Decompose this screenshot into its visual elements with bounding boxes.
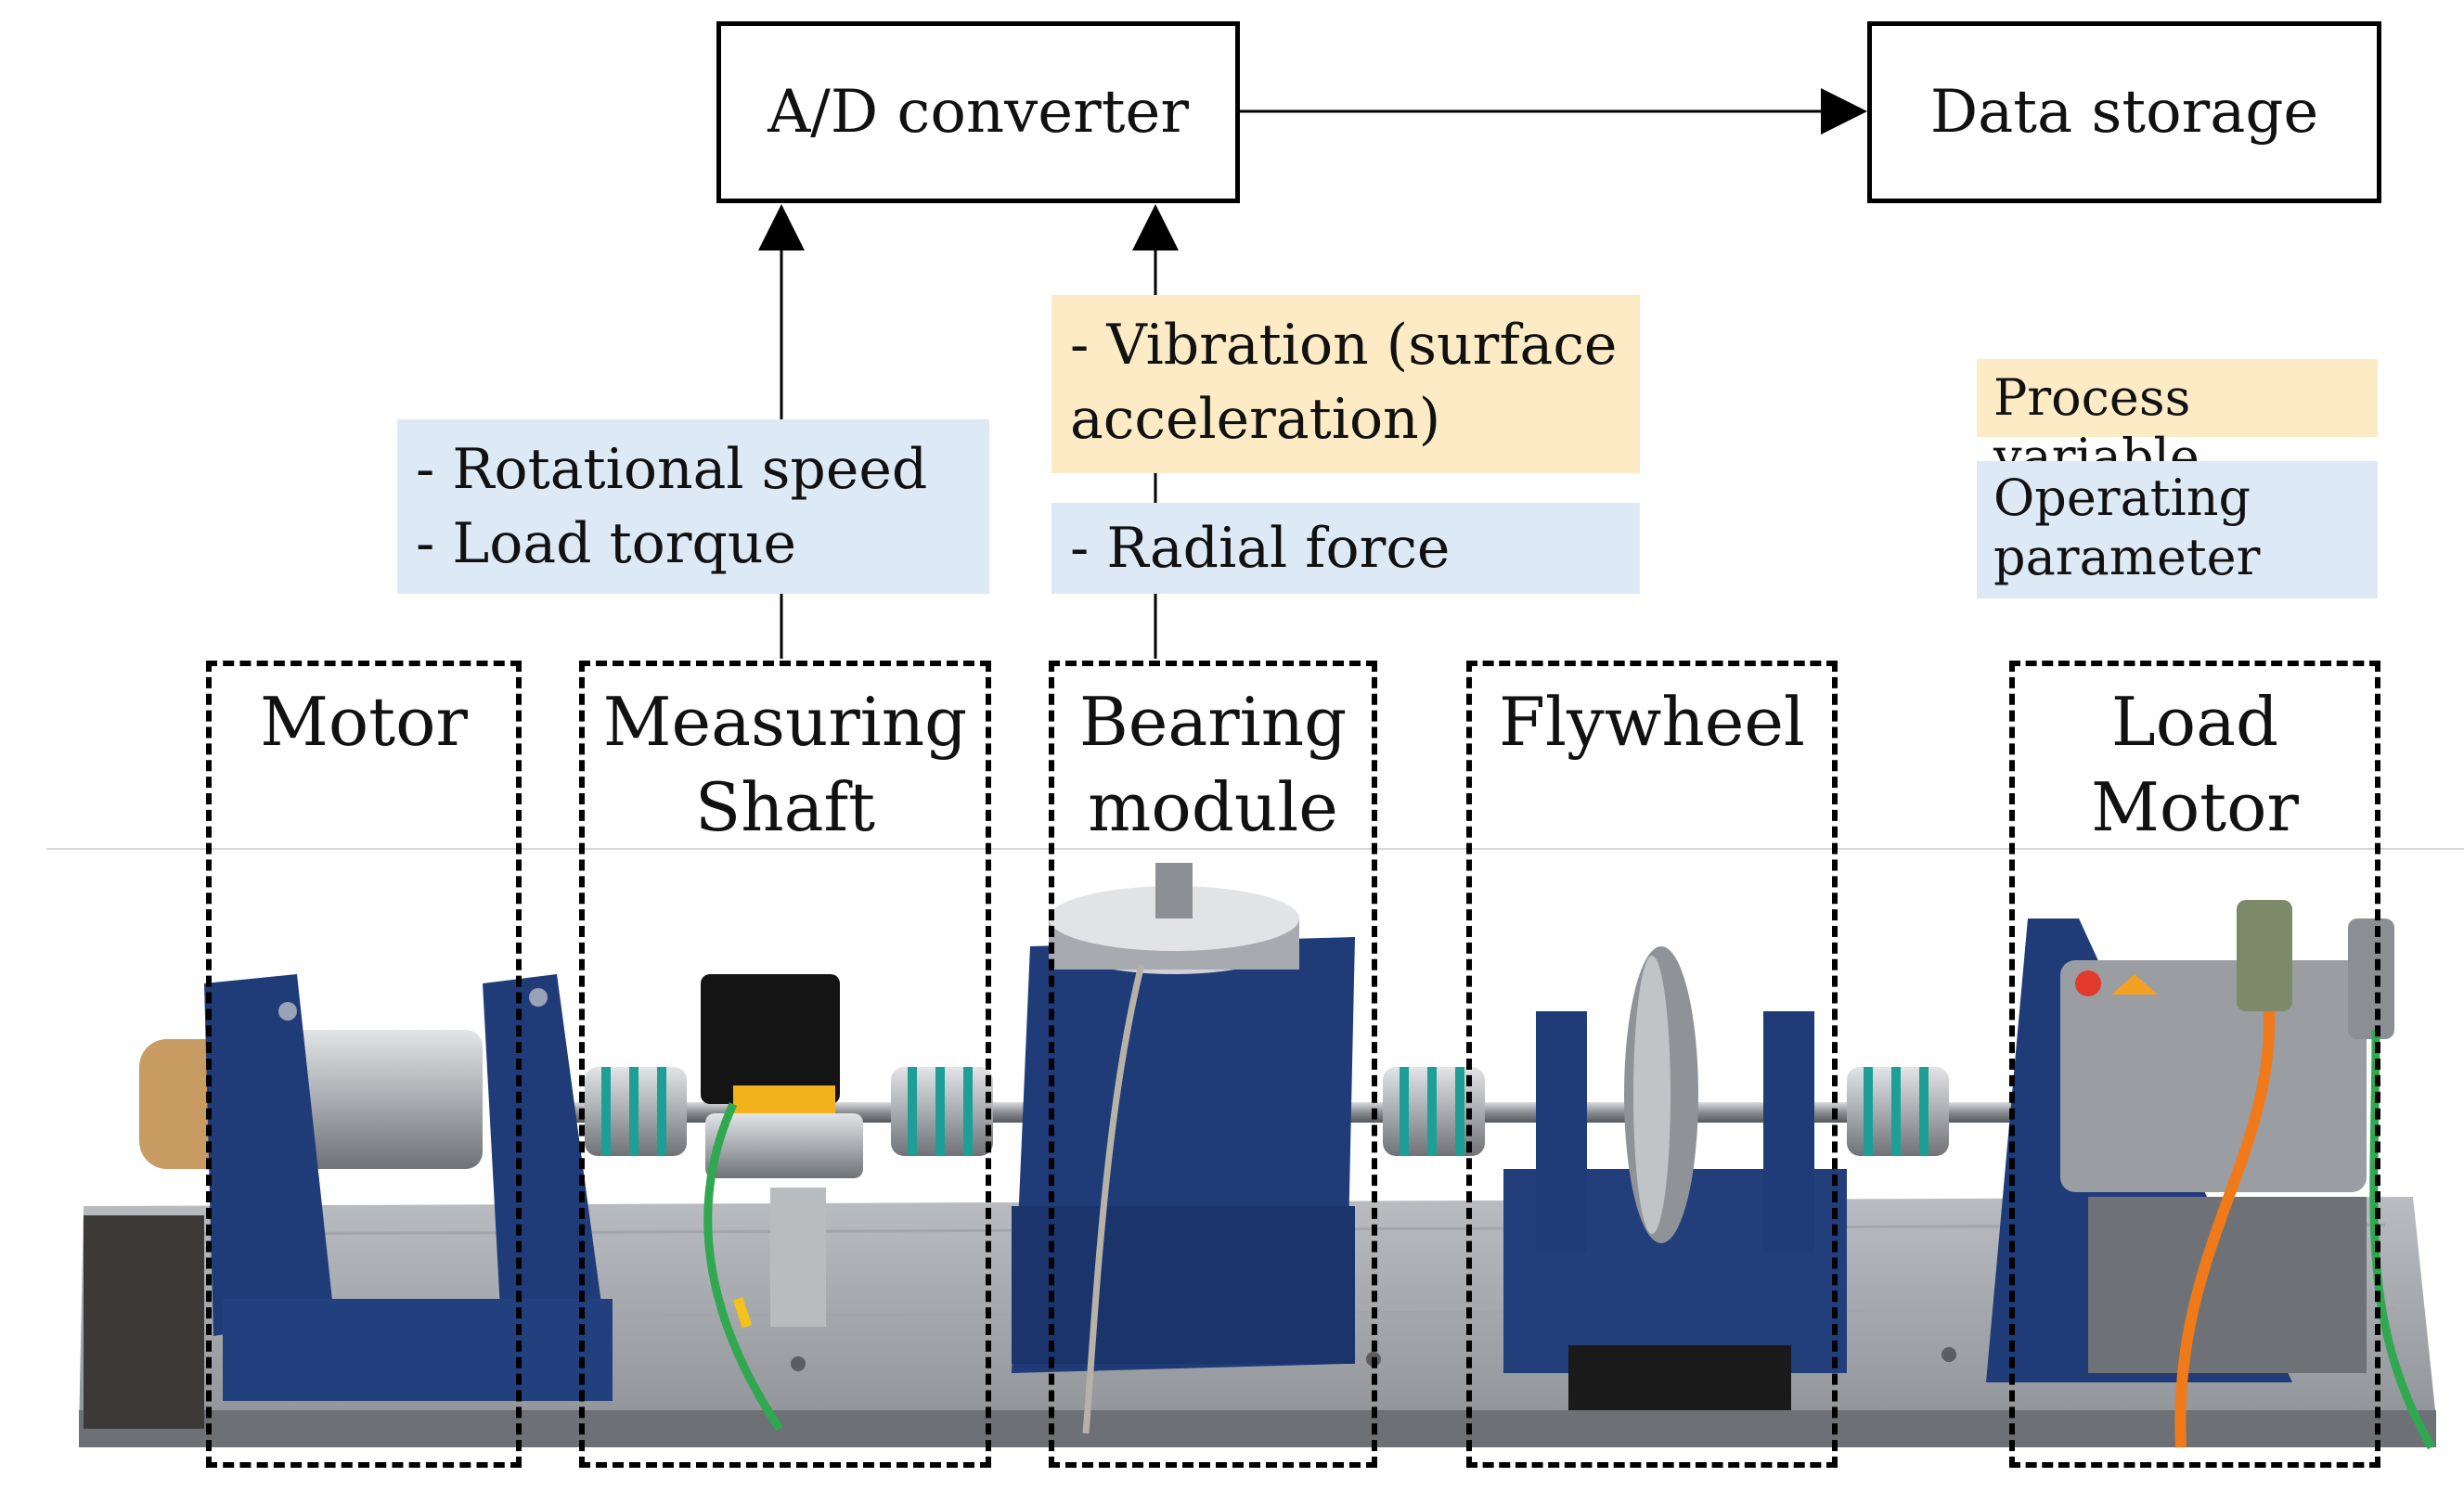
measuring-shaft-label-line2: Shaft: [694, 768, 876, 846]
load-motor-label-line2: Motor: [2091, 768, 2299, 846]
legend-operating-parameter-line1: Operating: [1993, 469, 2251, 527]
torque-sensor-illustration: [701, 974, 863, 1432]
data-storage-label: Data storage: [1929, 78, 2319, 147]
bearing-module-label: Bearing module: [1049, 679, 1377, 850]
flywheel-frame: [1466, 661, 1838, 1468]
vibration-text-line2: acceleration): [1070, 387, 1441, 452]
shaft-signals-tag: - Rotational speed - Load torque: [397, 419, 989, 594]
arrow-bearing-to-ad: [1132, 204, 1179, 250]
bearing-module-frame: [1049, 661, 1377, 1468]
load-motor-label: Load Motor: [2009, 679, 2380, 850]
bearing-module-label-line1: Bearing: [1078, 683, 1348, 761]
legend-process-variable: Process variable: [1977, 359, 2378, 486]
load-torque-text: - Load torque: [416, 511, 797, 576]
motor-label: Motor: [206, 679, 522, 764]
couplings: [585, 1067, 1949, 1156]
load-motor-label-line1: Load: [2110, 683, 2279, 761]
motor-frame: [206, 661, 522, 1468]
rotational-speed-text: - Rotational speed: [416, 437, 928, 502]
legend-operating-parameter-line2: parameter: [1993, 528, 2261, 586]
measuring-shaft-frame: [579, 661, 991, 1468]
arrow-to-data-storage: [1821, 88, 1867, 135]
load-motor-illustration: [1986, 900, 2435, 1450]
radial-force-tag: - Radial force: [1051, 503, 1640, 594]
legend-operating-parameter: Operating parameter: [1977, 461, 2378, 598]
motor-label-line1: Motor: [260, 683, 468, 761]
measuring-shaft-label-line1: Measuring: [602, 683, 968, 761]
arrow-shaft-to-ad: [758, 204, 805, 250]
flywheel-label-line1: Flywheel: [1499, 683, 1805, 761]
flywheel-illustration: [1503, 946, 1847, 1410]
motor-illustration: [139, 974, 613, 1401]
vibration-tag: - Vibration (surface acceleration): [1051, 295, 1640, 473]
measuring-shaft-label: Measuring Shaft: [579, 679, 991, 850]
data-storage-box: Data storage: [1867, 21, 2381, 203]
ad-converter-label: A/D converter: [768, 78, 1189, 147]
load-motor-frame: [2009, 661, 2380, 1468]
bearing-module-label-line2: module: [1088, 768, 1338, 846]
ad-converter-box: A/D converter: [716, 21, 1240, 203]
flywheel-label: Flywheel: [1466, 679, 1838, 764]
bearing-module-illustration: [1012, 863, 1355, 1434]
vibration-text-line1: - Vibration (surface: [1070, 313, 1618, 378]
radial-force-text: - Radial force: [1070, 516, 1451, 581]
